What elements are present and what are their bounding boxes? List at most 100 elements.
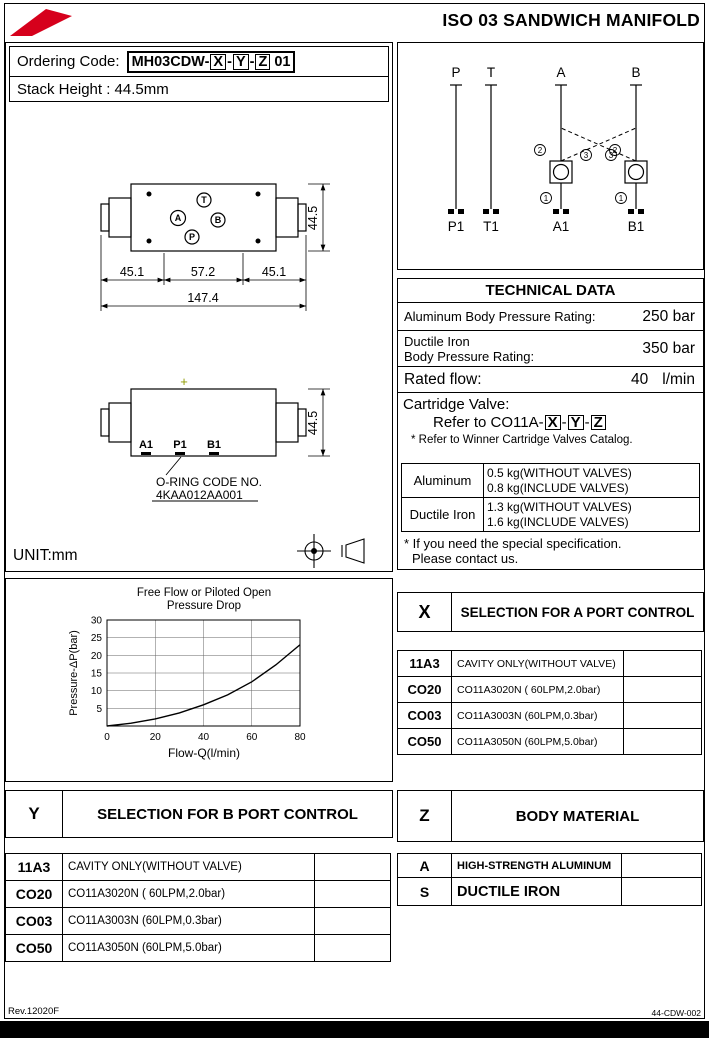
code-y-box: Y (232, 53, 249, 70)
projection-cone-icon (345, 538, 365, 564)
svg-text:25: 25 (91, 633, 103, 644)
option-desc: CAVITY ONLY(WITHOUT VALVE) (62, 853, 315, 881)
note-line-1: * If you need the special specification. (404, 536, 622, 551)
option-desc: CO11A3020N ( 60LPM,2.0bar) (451, 676, 624, 703)
option-desc: CO11A3050N (60LPM,5.0bar) (62, 934, 315, 962)
option-extra (314, 934, 391, 962)
option-code: 11A3 (397, 650, 452, 677)
weight-line: 0.5 kg(WITHOUT VALVES) (487, 465, 632, 480)
cartridge-valve-block: Cartridge Valve: Refer to CO11A- X - Y -… (398, 393, 703, 463)
cartridge-refer-line: Refer to CO11A- X - Y - Z (433, 414, 698, 431)
option-desc: CO11A3020N ( 60LPM,2.0bar) (62, 880, 315, 908)
ordering-label: Ordering Code: (17, 53, 120, 70)
pressure-drop-chart: Free Flow or Piloted Open Pressure Drop … (68, 587, 306, 760)
chart-title-line2: Pressure Drop (167, 600, 241, 612)
weight-table: Aluminum 0.5 kg(WITHOUT VALVES) 0.8 kg(I… (401, 463, 700, 532)
svg-text:30: 30 (91, 616, 103, 627)
x-selection-table: 11A3 CAVITY ONLY(WITHOUT VALVE) CO20 CO1… (397, 650, 702, 755)
x-selection-section: X SELECTION FOR A PORT CONTROL 11A3 CAVI… (397, 578, 704, 782)
front-view-port-labels: A1 P1 B1 (139, 439, 221, 451)
page-border (4, 3, 705, 1019)
drawing-panel: Ordering Code: MH03CDW- X - Y - Z 01 Sta… (5, 42, 393, 572)
schematic-port-labels: P T A B P1 T1 A1 B1 (448, 65, 645, 234)
table-row: CO50 CO11A3050N (60LPM,5.0bar) (5, 934, 391, 962)
svg-text:5: 5 (96, 704, 102, 715)
table-row: 11A3 CAVITY ONLY(WITHOUT VALVE) (397, 650, 702, 677)
port-symbols (448, 209, 644, 214)
ductile-rating-value: 350 bar (642, 339, 695, 357)
callout-2a: 2 (538, 146, 543, 155)
svg-text:10: 10 (91, 686, 103, 697)
pilot-line-a (560, 127, 637, 162)
dim-45-1-right: 45.1 (262, 265, 286, 279)
z-selection-title: BODY MATERIAL (515, 807, 640, 825)
hydraulic-circuit: P T A B P1 T1 A1 B1 2 2 3 3 1 1 (448, 65, 648, 234)
weight-line: 0.8 kg(INCLUDE VALVES) (487, 480, 629, 495)
weight-material: Aluminum (401, 463, 484, 498)
pressure-drop-chart-panel: Free Flow or Piloted Open Pressure Drop … (5, 578, 393, 782)
callout-2b: 2 (613, 146, 618, 155)
x-selection-title: SELECTION FOR A PORT CONTROL (460, 604, 695, 620)
note-line-2: Please contact us. (412, 551, 519, 566)
option-extra (621, 853, 702, 878)
rated-flow-value: 40 (631, 370, 649, 388)
logo-swoosh (10, 9, 72, 36)
option-code: S (397, 877, 452, 906)
port-p1-label: P1 (173, 439, 186, 451)
z-selection-section: Z BODY MATERIAL A HIGH-STRENGTH ALUMINUM… (397, 790, 704, 990)
svg-text:80: 80 (294, 732, 306, 743)
option-code: CO20 (397, 676, 452, 703)
port-label-t1: T1 (483, 219, 499, 234)
cartridge-x-box: X (544, 415, 561, 430)
table-row: CO20 CO11A3020N ( 60LPM,2.0bar) (5, 880, 391, 908)
option-extra (314, 880, 391, 908)
stack-height: Stack Height : 44.5mm (17, 80, 169, 98)
svg-text:0: 0 (104, 732, 110, 743)
option-desc: CO11A3003N (60LPM,0.3bar) (451, 702, 624, 729)
weight-line: 1.6 kg(INCLUDE VALVES) (487, 514, 629, 529)
cartridge-z-box: Z (590, 415, 606, 430)
z-code-cell: Z (398, 791, 452, 841)
ordering-code-value: MH03CDW- X - Y - Z 01 (126, 50, 296, 73)
table-row: CO20 CO11A3020N ( 60LPM,2.0bar) (397, 676, 702, 703)
option-desc: CO11A3050N (60LPM,5.0bar) (451, 728, 624, 755)
code-x-box: X (210, 53, 227, 70)
option-code: CO03 (5, 907, 63, 935)
oring-note: O-RING CODE NO. 4KAA012AA001 (156, 475, 262, 502)
x-selection-header: X SELECTION FOR A PORT CONTROL (397, 592, 704, 632)
front-view-outline (100, 388, 307, 502)
table-row: CO03 CO11A3003N (60LPM,0.3bar) (397, 702, 702, 729)
revision-label: Rev.12020F (8, 1006, 60, 1017)
cartridge-sep-2: - (584, 414, 590, 431)
ordering-code-line: Ordering Code: MH03CDW- X - Y - Z 01 (10, 47, 388, 77)
document-title: ISO 03 SANDWICH MANIFOLD (442, 10, 700, 30)
dim-45-1-left: 45.1 (120, 265, 144, 279)
port-t-label: T (201, 195, 207, 205)
callout-1a: 1 (544, 194, 549, 203)
center-mark: + (180, 374, 188, 389)
rated-flow-label: Rated flow: (404, 370, 482, 388)
port-label-p: P (451, 65, 460, 80)
port-label-p1: P1 (448, 219, 465, 234)
y-selection-title: SELECTION FOR B PORT CONTROL (97, 805, 358, 823)
svg-text:40: 40 (198, 732, 210, 743)
option-desc: DUCTILE IRON (451, 877, 622, 906)
code-prefix: MH03CDW- (131, 53, 210, 70)
table-row: A HIGH-STRENGTH ALUMINUM (397, 853, 702, 878)
chart-ylabel: Pressure-ΔP(bar) (68, 630, 80, 716)
code-suffix: 01 (274, 53, 291, 70)
aluminum-rating-label: Aluminum Body Pressure Rating: (404, 309, 596, 324)
chart-xlabel: Flow-Q(l/min) (168, 746, 240, 760)
chart-title: Free Flow or Piloted Open Pressure Drop (137, 587, 271, 612)
dim-44-5-front: 44.5 (306, 411, 320, 435)
svg-text:20: 20 (150, 732, 162, 743)
option-extra (623, 728, 702, 755)
cartridge-valve-label: Cartridge Valve: (403, 396, 510, 413)
pilot-line-b (560, 127, 637, 162)
dimension-lines (100, 183, 330, 457)
rated-flow-unit: l/min (662, 370, 695, 388)
y-selection-table: 11A3 CAVITY ONLY(WITHOUT VALVE) CO20 CO1… (5, 853, 391, 962)
option-code: CO50 (397, 728, 452, 755)
dimension-labels: 45.1 57.2 45.1 147.4 44.5 44.5 (120, 206, 320, 435)
z-selection-header: Z BODY MATERIAL (397, 790, 704, 842)
